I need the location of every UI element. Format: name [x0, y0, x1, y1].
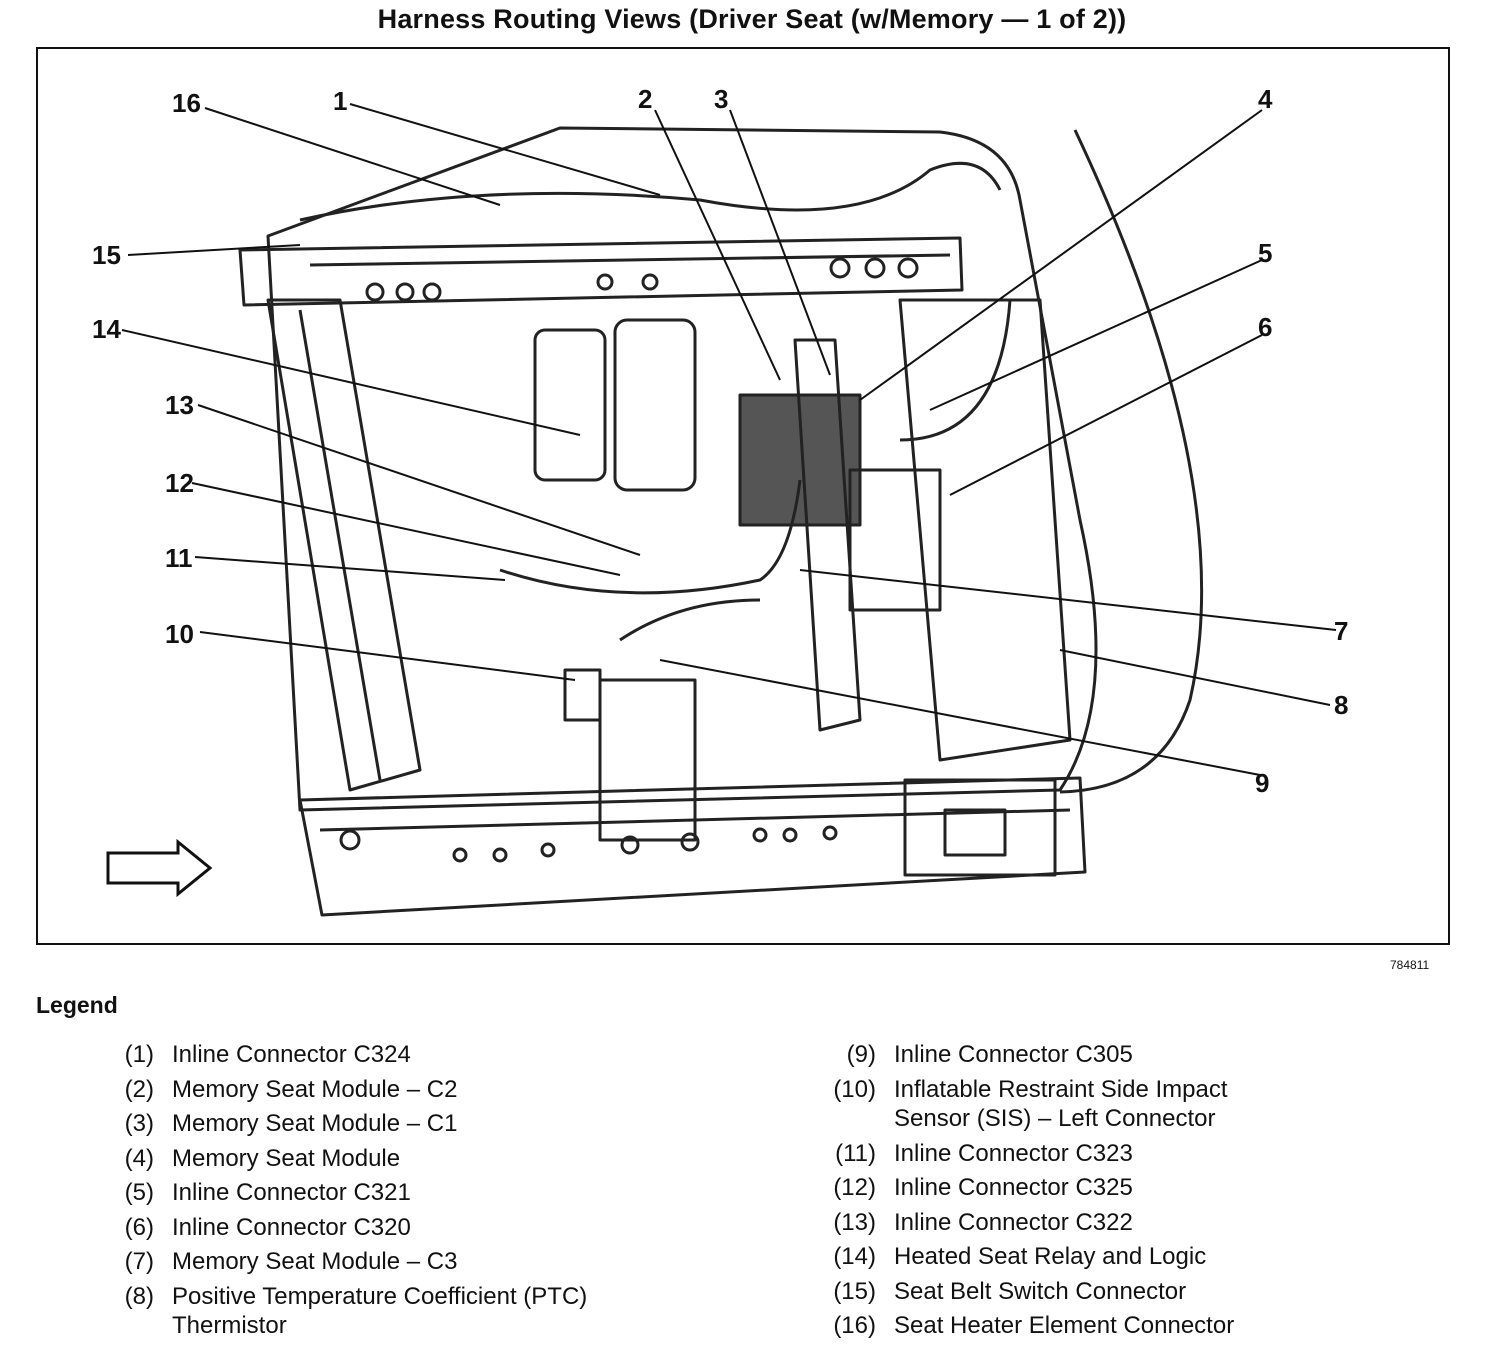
seat-connector-block	[903, 778, 1057, 877]
legend-text: Inline Connector C325	[894, 1174, 1133, 1201]
legend-number: (1)	[124, 1041, 154, 1068]
legend-number: (13)	[833, 1208, 876, 1236]
callout-15: 15	[92, 240, 121, 270]
callout-7: 7	[1334, 616, 1348, 646]
legend-entry: (12) Inline Connector C325	[818, 1173, 1234, 1203]
legend-text: Seat Belt Switch Connector	[894, 1277, 1187, 1305]
legend-entry: (15) Seat Belt Switch Connector	[818, 1277, 1234, 1307]
legend-number: (14)	[833, 1243, 876, 1270]
legend-number: (4)	[124, 1144, 154, 1172]
legend-number: (16)	[833, 1312, 876, 1339]
legend-entry: (5) Inline Connector C321	[96, 1178, 587, 1208]
legend-entry: (2) Memory Seat Module – C2	[96, 1075, 587, 1105]
left-track	[266, 298, 422, 792]
callout-8: 8	[1334, 690, 1348, 720]
legend-column-right: (9) Inline Connector C305 (10) Inflatable …	[818, 1040, 1234, 1346]
callout-1: 1	[333, 86, 347, 116]
legend-entry: (1) Inline Connector C324	[96, 1040, 587, 1070]
forward-arrow-icon	[106, 838, 213, 898]
legend-text: Inline Connector C324	[172, 1041, 411, 1068]
legend-entry: (8) Positive Temperature Coefficient (PTC…	[96, 1282, 588, 1341]
bottom-rail	[298, 776, 1087, 917]
diagram-title: Harness Routing Views (Driver Seat (w/Me…	[377, 4, 1127, 34]
legend-text: Memory Seat Module – C2	[172, 1075, 458, 1103]
seat-side-curve	[1059, 129, 1204, 794]
legend-entry: (10) Inflatable Restraint Side Impact Sen…	[818, 1075, 1234, 1134]
legend-number: (12)	[833, 1174, 876, 1201]
lower-bracket	[598, 678, 697, 842]
legend-column-left: (1) Inline Connector C324 (2) Memory Seat …	[96, 1040, 588, 1346]
callout-9: 9	[1255, 768, 1269, 798]
figure-id: 784811	[1390, 958, 1430, 972]
callout-5: 5	[1258, 238, 1272, 268]
legend-number: (2)	[124, 1075, 154, 1103]
legend-entry: (4) Memory Seat Module	[96, 1144, 587, 1174]
legend-entry: (13) Inline Connector C322	[818, 1208, 1234, 1238]
legend-number: (8)	[124, 1282, 154, 1310]
center-bar	[793, 338, 862, 732]
callout-2: 2	[638, 84, 652, 114]
callout-12: 12	[165, 468, 194, 498]
legend-text: Seat Heater Element Connector	[894, 1312, 1235, 1339]
legend-entry: (14) Heated Seat Relay and Logic	[818, 1242, 1234, 1272]
legend-entry: (9) Inline Connector C305	[818, 1040, 1234, 1070]
legend-text: Inline Connector C320	[172, 1213, 411, 1241]
legend-text: Memory Seat Module	[172, 1144, 401, 1172]
callout-10: 10	[165, 619, 194, 649]
callout-4: 4	[1258, 84, 1273, 114]
legend-number: (6)	[124, 1213, 154, 1241]
legend-number: (11)	[835, 1139, 876, 1167]
legend-number: (15)	[833, 1277, 876, 1305]
seat-cushion-outline	[266, 126, 1098, 812]
legend-text: Inline Connector C305	[894, 1041, 1133, 1068]
callout-3: 3	[714, 84, 728, 114]
legend-number: (3)	[124, 1110, 154, 1137]
legend-text: Positive Temperature Coefficient (PTC) T…	[172, 1282, 588, 1340]
legend-text: Inline Connector C321	[172, 1179, 411, 1206]
diagram-frame	[36, 47, 1450, 945]
legend-entry: (11) Inline Connector C323	[818, 1139, 1234, 1169]
top-rail	[238, 236, 964, 307]
legend-text: Memory Seat Module – C1	[172, 1110, 458, 1137]
legend-entry: (6) Inline Connector C320	[96, 1213, 587, 1243]
callout-11: 11	[165, 543, 193, 573]
callout-13: 13	[165, 390, 194, 420]
motor-center	[613, 318, 697, 492]
legend-number: (5)	[124, 1179, 154, 1206]
legend-text: Inline Connector C322	[894, 1208, 1133, 1236]
callout-16: 16	[172, 88, 201, 118]
legend-text: Memory Seat Module – C3	[172, 1248, 458, 1275]
legend-entry: (7) Memory Seat Module – C3	[96, 1247, 587, 1277]
legend-number: (10)	[833, 1075, 876, 1103]
legend-number: (7)	[124, 1248, 154, 1275]
callout-14: 14	[92, 314, 121, 344]
legend-text: Inline Connector C323	[894, 1139, 1133, 1167]
legend-text: Heated Seat Relay and Logic	[894, 1243, 1207, 1270]
right-panel	[898, 298, 1072, 762]
legend-entry: (3) Memory Seat Module – C1	[96, 1109, 587, 1139]
callout-6: 6	[1258, 312, 1272, 342]
legend-text: Inflatable Restraint Side Impact Sensor …	[894, 1075, 1228, 1133]
legend-number: (9)	[846, 1041, 876, 1068]
harness-wire	[299, 161, 1002, 222]
motor-left	[533, 328, 607, 482]
legend-entry: (16) Seat Heater Element Connector	[818, 1311, 1234, 1341]
legend-heading: Legend	[36, 992, 118, 1018]
